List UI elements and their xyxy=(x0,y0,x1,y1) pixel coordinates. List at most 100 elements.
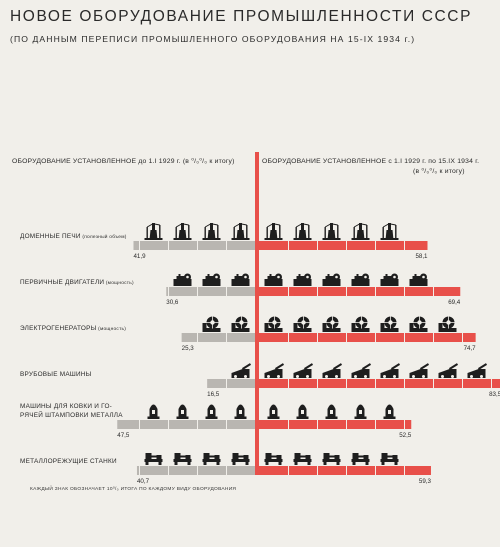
unit-divider xyxy=(168,287,169,296)
generator-icon xyxy=(202,316,221,332)
unit-divider xyxy=(317,420,318,429)
bar-after-1929 xyxy=(259,379,500,388)
engine-icon xyxy=(380,273,399,286)
unit-divider xyxy=(375,379,376,388)
unit-divider xyxy=(226,466,227,475)
category-label: МАШИНЫ ДЛЯ КОВКИ И ГО- xyxy=(20,403,112,410)
lathe-icon xyxy=(173,453,192,465)
blast-furnace-icon xyxy=(144,223,163,240)
blast-furnace-icon xyxy=(351,223,370,240)
unit-divider xyxy=(288,466,289,475)
unit-divider xyxy=(375,333,376,342)
bar-before-1929 xyxy=(133,241,255,250)
cutting-machine-icon xyxy=(380,363,401,378)
blast-furnace-icon xyxy=(264,223,283,240)
generator-icon xyxy=(293,316,312,332)
value-label-after: 74,7 xyxy=(464,345,477,352)
unit-divider xyxy=(317,287,318,296)
unit-divider xyxy=(375,241,376,250)
unit-divider xyxy=(168,466,169,475)
cutting-machine-icon xyxy=(293,363,314,378)
lathe-icon xyxy=(202,453,221,465)
value-label-before: 16,5 xyxy=(207,391,220,398)
category-label: ВРУБОВЫЕ МАШИНЫ xyxy=(20,371,92,378)
bar-before-1929 xyxy=(117,420,255,429)
unit-divider xyxy=(375,466,376,475)
cutting-machine-icon xyxy=(264,363,285,378)
category-label-line2: РЯЧЕЙ ШТАМПОВКИ МЕТАЛЛА xyxy=(20,410,123,419)
engine-icon xyxy=(351,273,370,286)
unit-divider xyxy=(346,466,347,475)
lathe-icon xyxy=(322,453,341,465)
blast-furnace-icon xyxy=(202,223,221,240)
unit-divider xyxy=(433,287,434,296)
chart-subtitle: (ПО ДАННЫМ ПЕРЕПИСИ ПРОМЫШЛЕННОГО ОБОРУД… xyxy=(10,34,416,44)
unit-divider xyxy=(197,287,198,296)
blast-furnace-icon xyxy=(322,223,341,240)
unit-divider xyxy=(288,287,289,296)
blast-furnace-icon xyxy=(293,223,312,240)
engine-icon xyxy=(173,273,192,286)
bar-after-1929 xyxy=(259,241,428,250)
generator-icon xyxy=(409,316,428,332)
unit-divider xyxy=(317,241,318,250)
unit-divider xyxy=(139,466,140,475)
blast-furnace-icon xyxy=(231,223,250,240)
unit-divider xyxy=(139,420,140,429)
bar-before-1929 xyxy=(166,287,255,296)
generator-icon xyxy=(231,316,250,332)
unit-divider xyxy=(317,333,318,342)
engine-icon xyxy=(322,273,341,286)
blast-furnace-icon xyxy=(380,223,399,240)
unit-divider xyxy=(197,241,198,250)
value-label-before: 25,3 xyxy=(182,345,195,352)
bar-before-1929 xyxy=(207,379,255,388)
unit-divider xyxy=(317,379,318,388)
generator-icon xyxy=(351,316,370,332)
unit-divider xyxy=(317,466,318,475)
unit-divider xyxy=(226,420,227,429)
unit-divider xyxy=(346,241,347,250)
unit-divider xyxy=(139,241,140,250)
unit-divider xyxy=(226,379,227,388)
forging-press-icon xyxy=(354,404,367,419)
blast-furnace-icon xyxy=(173,223,192,240)
lathe-icon xyxy=(231,453,250,465)
cutting-machine-icon xyxy=(467,363,488,378)
unit-divider xyxy=(462,379,463,388)
unit-divider xyxy=(375,287,376,296)
engine-icon xyxy=(231,273,250,286)
unit-divider xyxy=(226,241,227,250)
right-column-header: ОБОРУДОВАНИЕ УСТАНОВЛЕННОЕ с 1.I 1929 г.… xyxy=(262,158,480,165)
unit-divider xyxy=(288,420,289,429)
forging-press-icon xyxy=(383,404,396,419)
forging-press-icon xyxy=(296,404,309,419)
unit-divider xyxy=(226,333,227,342)
bar-after-1929 xyxy=(259,287,461,296)
engine-icon xyxy=(293,273,312,286)
right-column-header-unit: (в ⁰/₀⁰/₀ к итогу) xyxy=(413,168,465,175)
lathe-icon xyxy=(144,453,163,465)
cutting-machine-icon xyxy=(351,363,372,378)
unit-divider xyxy=(346,379,347,388)
cutting-machine-icon xyxy=(438,363,459,378)
unit-divider xyxy=(462,333,463,342)
unit-divider xyxy=(433,333,434,342)
bar-before-1929 xyxy=(136,466,255,475)
cutting-machine-icon xyxy=(231,363,252,378)
unit-divider xyxy=(288,333,289,342)
unit-divider xyxy=(404,333,405,342)
cutting-machine-icon xyxy=(322,363,343,378)
engine-icon xyxy=(409,273,428,286)
unit-divider xyxy=(346,420,347,429)
bar-after-1929 xyxy=(259,420,412,429)
category-label: ДОМЕННЫЕ ПЕЧИ (полезный объем) xyxy=(20,233,127,240)
forging-press-icon xyxy=(147,404,160,419)
value-label-after: 58,1 xyxy=(415,253,428,260)
unit-divider xyxy=(168,420,169,429)
unit-divider xyxy=(346,287,347,296)
unit-divider xyxy=(168,241,169,250)
bar-before-1929 xyxy=(181,333,255,342)
forging-press-icon xyxy=(325,404,338,419)
